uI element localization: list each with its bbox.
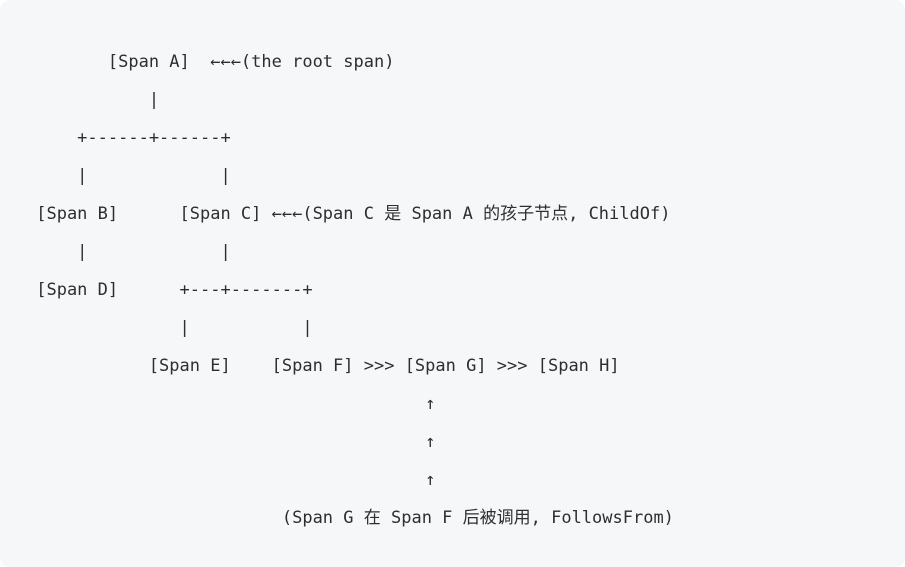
- trace-span-ascii-diagram: [Span A] ←←←(the root span) | +------+--…: [36, 52, 674, 528]
